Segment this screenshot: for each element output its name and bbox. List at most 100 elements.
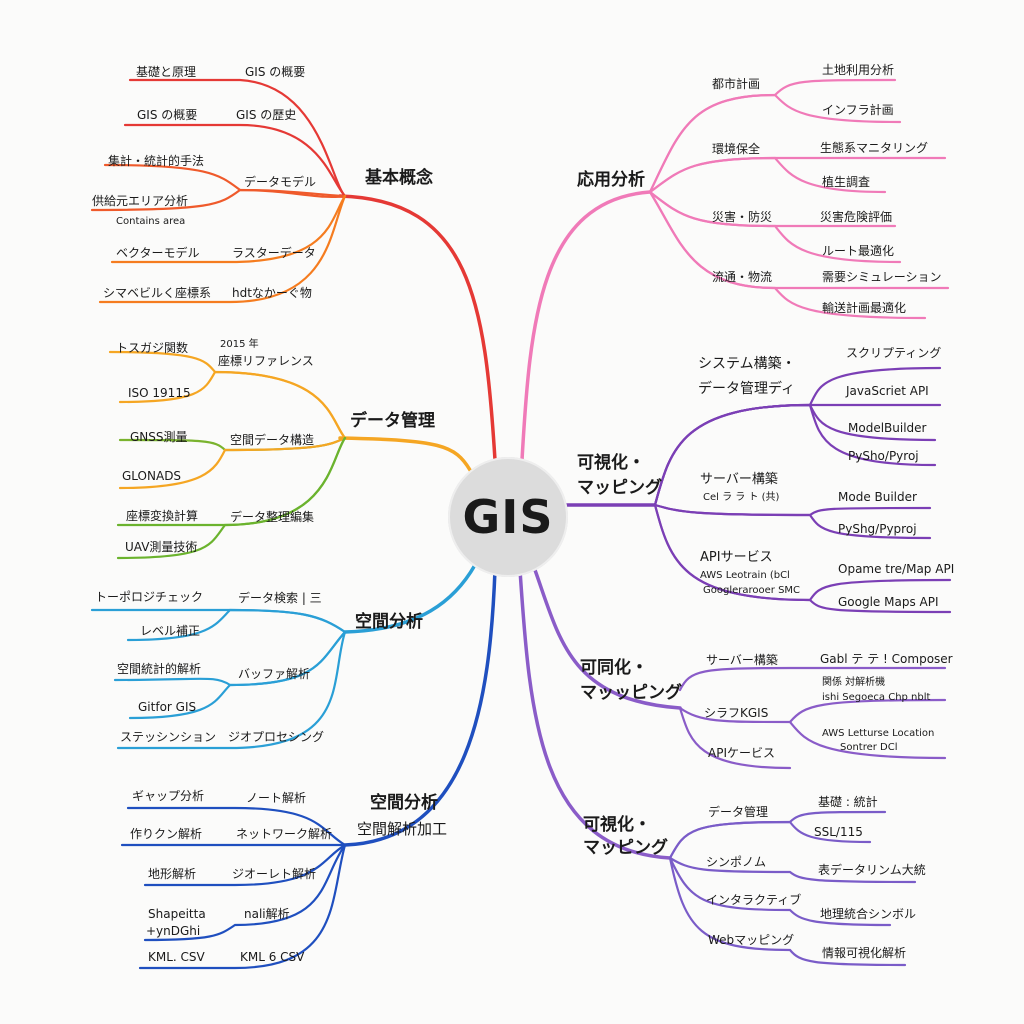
branch-title-visualization-c[interactable]: 可視化・ <box>583 815 651 835</box>
leaf-node[interactable]: JavaScriet API <box>846 384 929 398</box>
sub-node[interactable]: ノート解析 <box>246 791 307 805</box>
branch-visualization-2-lines <box>533 568 947 770</box>
leaf-node[interactable]: Gitfor GIS <box>138 700 197 714</box>
branch-visualization-1-lines <box>563 366 952 614</box>
sub-node[interactable]: ジオプロセシング <box>228 730 325 744</box>
sub-node[interactable]: GIS の概要 <box>245 65 306 79</box>
sub-node[interactable]: データモデル <box>244 175 317 189</box>
sub-node-note: 2015 年 <box>220 339 259 350</box>
leaf-node[interactable]: PyShg/Pyproj <box>838 522 917 536</box>
branch-title-data-management[interactable]: データ管理 <box>350 411 435 431</box>
sub-node[interactable]: サーバー構築 <box>706 653 778 667</box>
leaf-node[interactable]: インフラ計画 <box>822 103 894 117</box>
branch-spatial-analysis-lines <box>90 563 477 750</box>
leaf-node[interactable]: 基礎 : 統計 <box>818 795 878 809</box>
sub-node[interactable]: 環境保全 <box>712 142 761 156</box>
leaf-node[interactable]: ModelBuilder <box>848 421 927 435</box>
leaf-node[interactable]: 地形解析 <box>148 867 197 881</box>
sub-node[interactable]: データ整理編集 <box>230 510 315 524</box>
leaf-node[interactable]: 基礎と原理 <box>136 65 197 79</box>
leaf-node[interactable]: 作りクン解析 <box>130 827 203 841</box>
sub-node[interactable]: KML 6 CSV <box>240 950 305 964</box>
leaf-node[interactable]: Opame tre/Map API <box>838 562 955 576</box>
leaf-node[interactable]: ベクターモデル <box>116 246 200 260</box>
leaf-node[interactable]: 土地利用分析 <box>822 63 895 77</box>
leaf-node[interactable]: GNSS測量 <box>130 430 188 444</box>
branch-title-spatial-analysis[interactable]: 空間分析 <box>355 612 423 632</box>
leaf-node[interactable]: AWS Letturse Location <box>822 728 935 739</box>
branch-title-applied-analysis[interactable]: 応用分析 <box>577 170 645 190</box>
sub-node[interactable]: 座標リファレンス <box>218 354 314 368</box>
sub-node[interactable]: シンポノム <box>706 855 767 869</box>
leaf-node[interactable]: Mode Builder <box>838 490 917 504</box>
sub-node[interactable]: インタラクティブ <box>706 893 802 907</box>
sub-node-line2: データ管理ディ <box>698 381 796 397</box>
leaf-node[interactable]: スクリプティング <box>846 346 942 360</box>
leaf-node[interactable]: 供給元エリア分析 <box>92 194 189 208</box>
leaf-node[interactable]: 需要シミュレーション <box>822 270 942 284</box>
leaf-node[interactable]: Gabl テ テ ! Composer <box>820 652 953 666</box>
leaf-node[interactable]: トーポロジチェック <box>95 590 204 604</box>
leaf-node[interactable]: Google Maps API <box>838 595 939 609</box>
leaf-node[interactable]: 関係 対解析機 <box>822 677 886 688</box>
leaf-node[interactable]: KML. CSV <box>148 950 205 964</box>
leaf-node[interactable]: ルート最適化 <box>822 244 895 258</box>
sub-node[interactable]: ラスターデータ <box>232 246 316 260</box>
sub-node[interactable]: サーバー構築 <box>700 472 778 487</box>
sub-node[interactable]: 都市計画 <box>712 77 761 91</box>
sub-node[interactable]: 空間データ構造 <box>230 433 315 447</box>
sub-node[interactable]: APIケービス <box>708 746 775 760</box>
sub-node[interactable]: nali解析 <box>244 907 290 921</box>
sub-node[interactable]: データ管理 <box>708 805 769 819</box>
branch-title-visualization[interactable]: 可視化・ <box>577 453 645 473</box>
leaf-node[interactable]: 情報可視化解析 <box>822 946 907 960</box>
leaf-node-note: Sontrer DCl <box>840 742 898 753</box>
sub-node[interactable]: APIサービス <box>700 550 773 565</box>
sub-node[interactable]: データ検索 | 三 <box>238 591 322 605</box>
leaf-node[interactable]: 植生調査 <box>822 175 871 189</box>
branch-title-visualization-b[interactable]: 可同化・ <box>580 658 648 678</box>
leaf-node[interactable]: 座標変換計算 <box>126 509 199 523</box>
leaf-node[interactable]: トスガジ関数 <box>116 341 189 355</box>
branch-title-basic-concepts[interactable]: 基本概念 <box>365 168 433 188</box>
leaf-node[interactable]: ステッシンション <box>120 730 217 744</box>
center-label: GIS <box>462 490 554 544</box>
sub-node[interactable]: hdtなかーぐ物 <box>232 286 312 300</box>
sub-node[interactable]: ジオーレト解析 <box>232 867 317 881</box>
sub-node[interactable]: システム構築・ <box>698 356 796 372</box>
leaf-node[interactable]: 災害危険評価 <box>820 210 893 224</box>
center-node[interactable]: GIS <box>448 457 568 577</box>
leaf-node[interactable]: Shapeitta <box>148 907 206 921</box>
leaf-node[interactable]: GLONADS <box>122 469 182 483</box>
leaf-node[interactable]: 生態系マニタリング <box>820 141 929 155</box>
leaf-node[interactable]: 空間統計的解析 <box>117 662 202 676</box>
sub-node[interactable]: GIS の歴史 <box>236 108 297 122</box>
branch-title-spatial-processing[interactable]: 空間分析 <box>370 793 438 813</box>
leaf-node[interactable]: 表データリンム大統 <box>818 863 926 877</box>
branch-spatial-processing-lines <box>120 568 497 970</box>
leaf-node[interactable]: GIS の概要 <box>137 108 198 122</box>
leaf-node[interactable]: 輸送計画最適化 <box>822 301 907 315</box>
branch-applied-analysis-lines <box>520 78 950 462</box>
leaf-node[interactable]: 地理統合シンボル <box>820 907 917 921</box>
sub-node[interactable]: ネットワーク解析 <box>236 827 333 841</box>
sub-node[interactable]: 流通・物流 <box>712 270 773 284</box>
leaf-node[interactable]: UAV測量技術 <box>125 540 198 554</box>
leaf-node[interactable]: ISO 19115 <box>128 386 191 400</box>
sub-node[interactable]: バッファ解析 <box>238 667 311 681</box>
leaf-node[interactable]: PySho/Pyroj <box>848 449 919 463</box>
sub-node-note: Cel ラ ラ ト (共) <box>703 492 780 503</box>
leaf-node[interactable]: シマベビルく座標系 <box>103 286 212 300</box>
sub-node[interactable]: Webマッピング <box>708 933 795 947</box>
sub-node-note: Googlerarooer SMC <box>703 585 801 596</box>
leaf-node-note: Contains area <box>116 216 186 227</box>
leaf-node[interactable]: 集計・統計的手法 <box>108 154 205 168</box>
sub-node[interactable]: シラフKGIS <box>704 706 769 720</box>
sub-node[interactable]: 災害・防災 <box>712 210 773 224</box>
leaf-node[interactable]: SSL/115 <box>814 825 863 839</box>
leaf-node[interactable]: ギャップ分析 <box>132 789 205 803</box>
leaf-node-note: +ynDGhi <box>146 924 201 938</box>
leaf-node[interactable]: レベル補正 <box>140 624 201 638</box>
sub-node-note: AWS Leotrain (bCl <box>700 570 790 581</box>
